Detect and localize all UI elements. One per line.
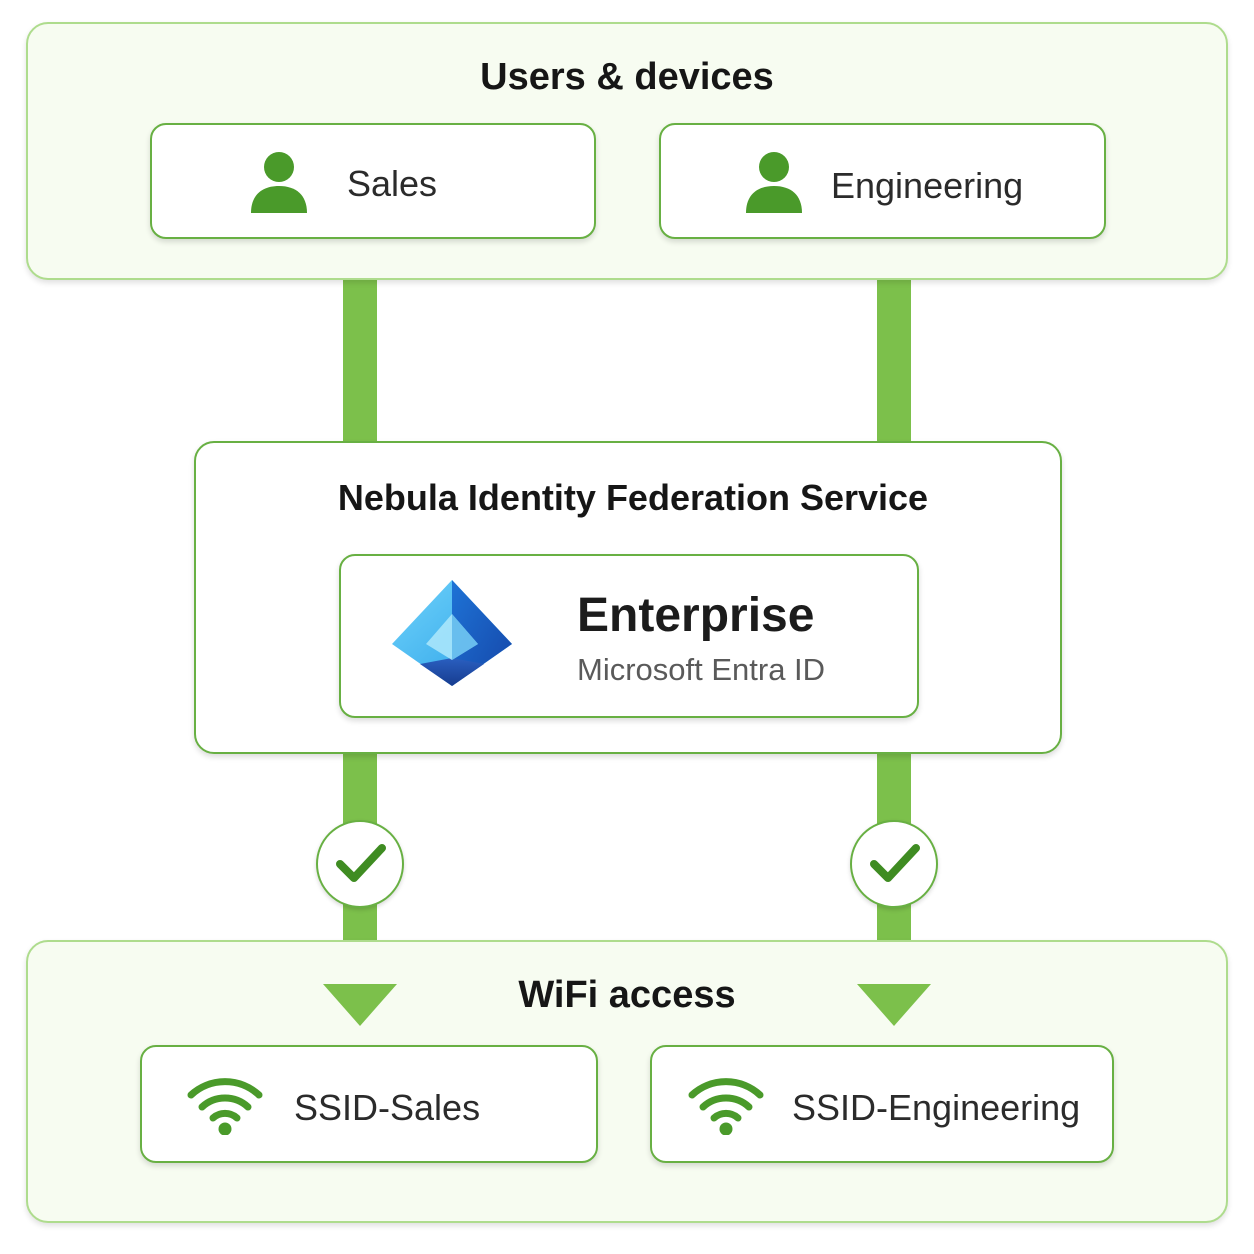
entra-id-logo <box>392 580 512 686</box>
wifi-icon <box>688 1078 764 1135</box>
ssid-label-sales: SSID-Sales <box>294 1087 481 1128</box>
wifi-access-title: WiFi access <box>518 974 736 1016</box>
user-icon <box>746 152 802 213</box>
identity-provider-product: Microsoft Entra ID <box>577 652 826 687</box>
group-label-engineering: Engineering <box>831 165 1024 206</box>
ssid-card-engineering[interactable]: SSID-Engineering <box>650 1045 1114 1163</box>
arrowhead-engineering <box>857 984 931 1026</box>
status-check-sales <box>316 820 404 908</box>
identity-provider-card[interactable]: Enterprise Microsoft Entra ID <box>339 554 919 718</box>
ssid-label-engineering: SSID-Engineering <box>792 1087 1081 1128</box>
identity-provider-name: Enterprise <box>577 589 815 642</box>
arrowhead-sales <box>323 984 397 1026</box>
user-icon <box>251 152 307 213</box>
wifi-icon <box>187 1078 263 1135</box>
checkmark-icon <box>870 844 920 882</box>
group-card-engineering[interactable]: Engineering <box>659 123 1106 239</box>
group-label-sales: Sales <box>347 163 438 204</box>
federation-service-title: Nebula Identity Federation Service <box>337 477 929 518</box>
status-check-engineering <box>850 820 938 908</box>
checkmark-icon <box>336 844 386 882</box>
group-card-sales[interactable]: Sales <box>150 123 596 239</box>
users-devices-title: Users & devices <box>480 56 774 98</box>
ssid-card-sales[interactable]: SSID-Sales <box>140 1045 598 1163</box>
